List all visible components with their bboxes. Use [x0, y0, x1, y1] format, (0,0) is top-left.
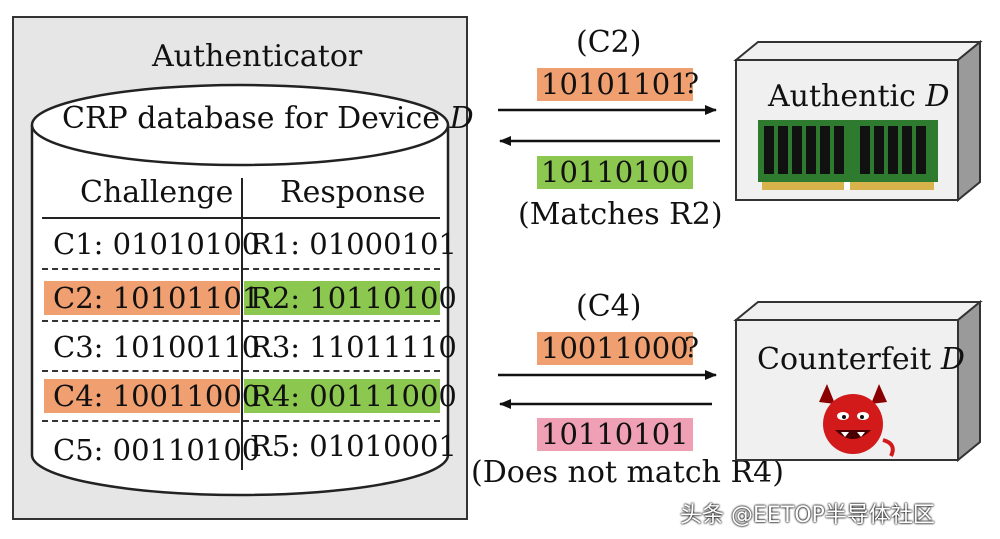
- header-challenge: Challenge: [80, 175, 234, 210]
- memory-module-icon: [758, 120, 938, 190]
- exchange-top-result: (Matches R2): [518, 197, 723, 232]
- authentic-label-text: Authentic: [768, 79, 916, 114]
- exchange-bottom-label: (C4): [576, 289, 642, 324]
- exchange-bottom-question: ?: [684, 331, 700, 364]
- cell-response-4: R4: 00111000: [250, 379, 457, 413]
- cell-response-3: R3: 11011110: [250, 330, 457, 364]
- cell-response-2: R2: 10110100: [250, 281, 457, 315]
- cell-challenge-2: C2: 10101101: [53, 281, 261, 315]
- header-response: Response: [280, 175, 426, 210]
- counterfeit-label-text: Counterfeit: [757, 342, 932, 377]
- cell-challenge-4: C4: 10011000: [53, 379, 261, 413]
- authentic-label-var: D: [925, 79, 950, 114]
- row-divider: [42, 320, 440, 322]
- row-c2-challenge-highlight: [44, 281, 240, 315]
- cell-response-1: R1: 01000101: [250, 227, 457, 261]
- cell-challenge-3: C3: 10100110: [53, 330, 261, 364]
- authentic-device-label: Authentic D: [768, 82, 950, 112]
- exchange-top-response-bits: 10110100: [537, 156, 693, 189]
- database-label-text: CRP database for Device: [62, 101, 441, 136]
- exchange-bottom-response-bits: 10110101: [537, 418, 693, 451]
- row-divider: [42, 370, 440, 372]
- database-label-var: D: [449, 101, 474, 136]
- cell-challenge-1: C1: 01010100: [53, 227, 261, 261]
- exchange-bottom-challenge-bits: 10011000: [537, 332, 693, 365]
- row-divider: [42, 268, 440, 270]
- exchange-top-label: (C2): [576, 25, 642, 60]
- row-c4-challenge-highlight: [44, 379, 240, 413]
- exchange-top-question: ?: [684, 67, 700, 100]
- row-divider: [42, 420, 440, 422]
- authenticator-title: Authenticator: [152, 39, 363, 74]
- cell-response-5: R5: 01010001: [250, 429, 457, 463]
- counterfeit-label-var: D: [940, 342, 965, 377]
- counterfeit-device-label: Counterfeit D: [757, 345, 965, 375]
- database-label: CRP database for Device D: [62, 104, 474, 134]
- watermark-text: 头条 @EETOP半导体社区: [680, 503, 935, 528]
- cell-challenge-5: C5: 00110100: [53, 433, 261, 467]
- row-r4-response-highlight: [244, 379, 440, 413]
- table-column-divider: [241, 178, 243, 470]
- devil-face-icon: [819, 384, 895, 457]
- exchange-top-challenge-bits: 10101101: [537, 68, 693, 101]
- exchange-bottom-result: (Does not match R4): [471, 455, 784, 490]
- row-r2-response-highlight: [244, 281, 440, 315]
